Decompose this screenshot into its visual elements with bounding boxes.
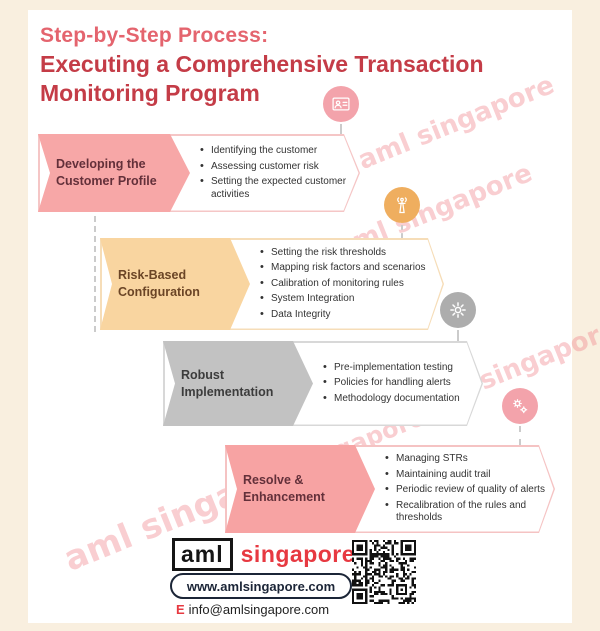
step-label: Developing the Customer Profile (56, 157, 157, 188)
step-row-developing-customer-profile: Developing the Customer Profile Identify… (38, 134, 360, 212)
dashed-connector (340, 124, 342, 134)
bullet-item: Assessing customer risk (200, 160, 354, 174)
dashed-connector (519, 426, 521, 445)
step-bullets: Managing STRs Maintaining audit trail Pe… (385, 447, 549, 531)
qr-code (352, 540, 416, 604)
step-label: Risk-Based Configuration (118, 268, 200, 299)
logo-aml-box: aml (172, 538, 233, 571)
page-title: Executing a Comprehensive Transaction Mo… (40, 51, 484, 106)
bullet-item: Methodology documentation (323, 392, 477, 406)
bullet-item: Pre-implementation testing (323, 361, 477, 375)
email-address: info@amlsingapore.com (188, 602, 330, 617)
step-label: Resolve & Enhancement (243, 473, 325, 504)
dashed-connector (457, 330, 459, 341)
dashed-connector (94, 216, 96, 332)
bullet-item: Policies for handling alerts (323, 376, 477, 390)
step-bullets: Identifying the customer Assessing custo… (200, 136, 354, 210)
bullet-item: Setting the risk thresholds (260, 246, 438, 260)
signal-tower-icon (384, 187, 420, 223)
website-link[interactable]: www.amlsingapore.com (170, 573, 352, 599)
step-bullets: Pre-implementation testing Policies for … (323, 343, 477, 424)
step-row-robust-implementation: Robust Implementation Pre-implementation… (163, 341, 483, 426)
bullet-item: Calibration of monitoring rules (260, 277, 438, 291)
bullet-item: Setting the expected customer activities (200, 175, 354, 201)
step-label-banner: Robust Implementation (163, 341, 313, 426)
step-label-banner: Developing the Customer Profile (38, 134, 190, 212)
bullet-item: Recalibration of the rules and threshold… (385, 499, 549, 525)
dashed-connector (401, 225, 403, 238)
step-row-risk-based-configuration: Risk-Based Configuration Setting the ris… (100, 238, 444, 330)
bullet-item: System Integration (260, 292, 438, 306)
bullet-item: Maintaining audit trail (385, 468, 549, 482)
gear-icon (440, 292, 476, 328)
title-kicker: Step-by-Step Process: (40, 24, 269, 47)
step-bullets: Setting the risk thresholds Mapping risk… (260, 240, 438, 328)
gears-sync-icon (502, 388, 538, 424)
bullet-item: Managing STRs (385, 452, 549, 466)
logo-singapore-text: singapore (240, 541, 356, 567)
step-label-banner: Risk-Based Configuration (100, 238, 250, 330)
email-label: E (176, 602, 185, 617)
step-label-banner: Resolve & Enhancement (225, 445, 375, 533)
step-row-resolve-enhancement: Resolve & Enhancement Managing STRs Main… (225, 445, 555, 533)
bullet-item: Identifying the customer (200, 144, 354, 158)
bullet-item: Mapping risk factors and scenarios (260, 261, 438, 275)
brand-logo: aml singapore (172, 538, 355, 571)
id-card-icon (323, 86, 359, 122)
step-label: Robust Implementation (181, 367, 274, 399)
bullet-item: Data Integrity (260, 308, 438, 322)
bullet-item: Periodic review of quality of alerts (385, 483, 549, 497)
